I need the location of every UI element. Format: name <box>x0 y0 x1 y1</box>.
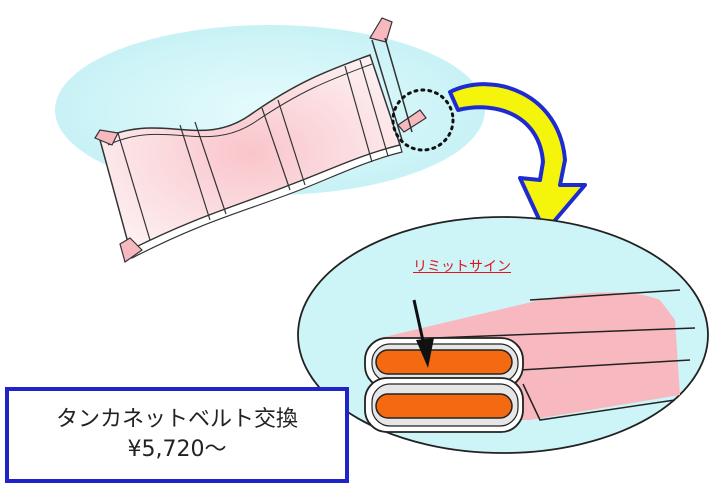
belt-illustration <box>94 17 427 263</box>
service-title: タンカネットベルト交換 <box>55 407 298 432</box>
down-arrow-icon <box>412 299 434 368</box>
limit-sign-label: リミットサイン <box>413 259 511 275</box>
service-price: ¥5,720～ <box>127 437 227 462</box>
price-box: タンカネットベルト交換 ¥5,720～ <box>5 387 349 483</box>
curved-arrow-icon <box>448 82 587 234</box>
stacked-belt-detail <box>364 289 696 433</box>
dotted-highlight-circle <box>391 88 455 152</box>
